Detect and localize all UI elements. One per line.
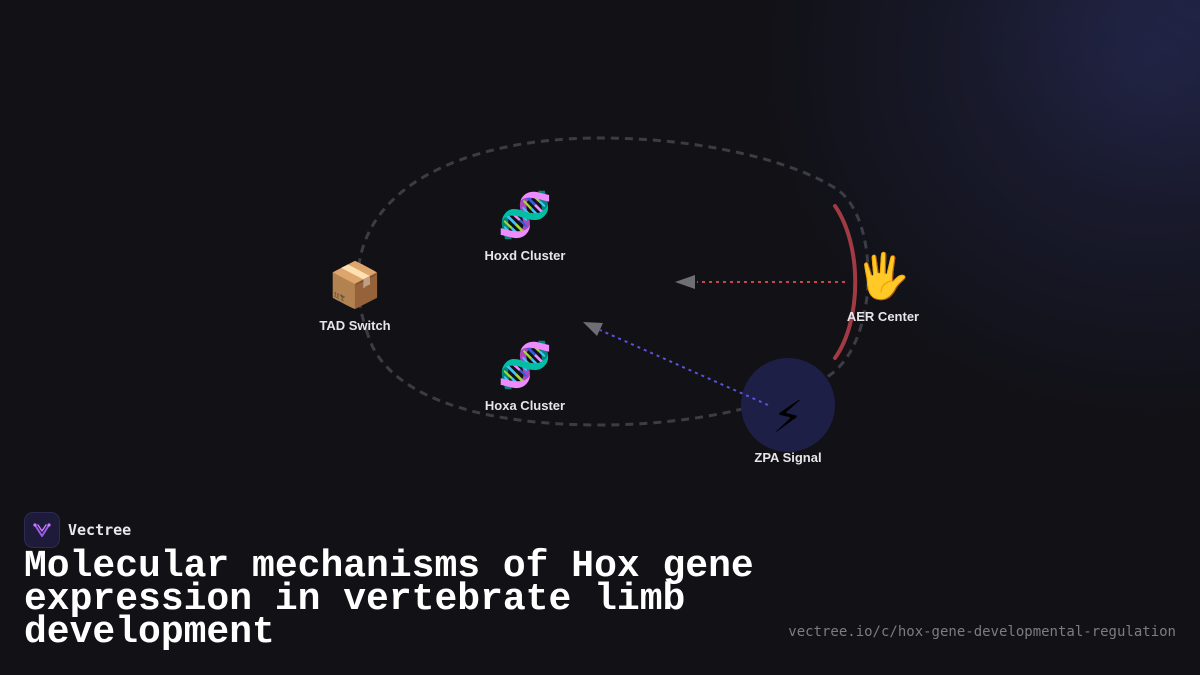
zpa-to-hoxa-arrowhead (583, 322, 603, 336)
node-tad-switch[interactable]: 📦 TAD Switch (319, 260, 390, 333)
aer-arc (833, 204, 858, 360)
node-hoxd-cluster[interactable]: 🧬 Hoxd Cluster (485, 190, 566, 263)
brand-name: Vectree (68, 521, 132, 539)
node-label: AER Center (846, 309, 920, 324)
aer-to-hoxd-arrowhead (675, 275, 695, 289)
node-aer-center[interactable]: 🖐️ AER Center (847, 251, 919, 324)
dna-icon: 🧬 (497, 190, 553, 241)
regulatory-loop (356, 136, 870, 427)
lightning-icon: ⚡ (772, 392, 804, 443)
node-label: Hoxd Cluster (484, 248, 566, 263)
raised-hand-icon: 🖐️ (855, 251, 911, 302)
node-zpa-signal[interactable]: ⚡ ZPA Signal (754, 392, 821, 465)
node-hoxa-cluster[interactable]: 🧬 Hoxa Cluster (485, 340, 565, 413)
zpa-circle (741, 358, 835, 452)
dna-icon: 🧬 (497, 340, 553, 391)
source-url[interactable]: vectree.io/c/hox-gene-developmental-regu… (788, 624, 1176, 640)
vectree-logo-icon (24, 512, 60, 548)
page-title: Molecular mechanisms of Hox gene express… (24, 545, 754, 654)
node-label: Hoxa Cluster (484, 398, 566, 413)
zpa-to-hoxa-arrow-line (599, 329, 769, 406)
node-label: ZPA Signal (754, 450, 822, 465)
package-icon: 📦 (327, 260, 383, 311)
node-label: TAD Switch (319, 318, 391, 333)
brand[interactable]: Vectree (24, 512, 131, 548)
